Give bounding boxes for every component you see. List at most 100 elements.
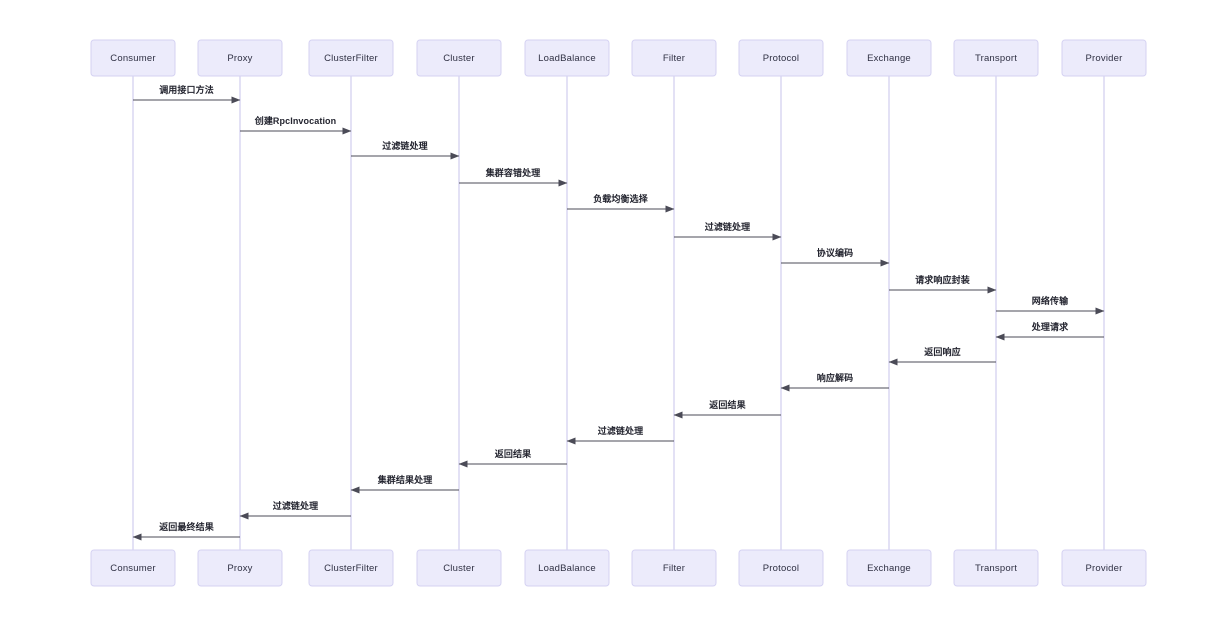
participant-bottom-label-loadbalance: LoadBalance bbox=[538, 563, 596, 574]
participant-top-rect-proxy bbox=[197, 39, 283, 77]
message-11-transport-to-exchange[interactable]: 返回响应 bbox=[888, 346, 996, 366]
message-8-exchange-to-transport[interactable]: 请求响应封装 bbox=[889, 274, 997, 294]
participant-top-rect-exchange bbox=[846, 39, 932, 77]
participant-top-exchange[interactable]: Exchange bbox=[846, 39, 932, 77]
message-1-consumer-to-proxy[interactable]: 调用接口方法 bbox=[133, 84, 241, 104]
participant-top-protocol[interactable]: Protocol bbox=[738, 39, 824, 77]
participant-bottom-clusterfilter[interactable]: ClusterFilter bbox=[308, 549, 394, 587]
participant-bottom-label-protocol: Protocol bbox=[763, 563, 799, 574]
participant-top-rect-filter bbox=[631, 39, 717, 77]
participant-top-label-consumer: Consumer bbox=[110, 53, 155, 64]
participant-top-label-filter: Filter bbox=[663, 53, 685, 64]
message-label-11: 返回响应 bbox=[924, 346, 960, 357]
message-label-16: 集群结果处理 bbox=[377, 474, 433, 485]
message-13-protocol-to-filter[interactable]: 返回结果 bbox=[673, 399, 781, 419]
message-label-6: 过滤链处理 bbox=[705, 221, 751, 232]
participant-bottom-rect-protocol bbox=[738, 549, 824, 587]
message-label-5: 负载均衡选择 bbox=[593, 193, 649, 204]
participant-bottom-label-filter: Filter bbox=[663, 563, 685, 574]
message-17-clusterfilter-to-proxy[interactable]: 过滤链处理 bbox=[239, 500, 351, 520]
participant-bottom-transport[interactable]: Transport bbox=[953, 549, 1039, 587]
participant-top-rect-clusterfilter bbox=[308, 39, 394, 77]
participant-top-provider[interactable]: Provider bbox=[1061, 39, 1147, 77]
participant-top-label-proxy: Proxy bbox=[227, 53, 252, 64]
message-10-provider-to-transport[interactable]: 处理请求 bbox=[995, 321, 1104, 341]
participant-header-row: Consumer Proxy ClusterFilter Cluster LoadBal… bbox=[90, 39, 1147, 77]
participant-bottom-exchange[interactable]: Exchange bbox=[846, 549, 932, 587]
message-label-18: 返回最终结果 bbox=[159, 521, 215, 532]
participant-top-label-provider: Provider bbox=[1086, 53, 1123, 64]
message-7-protocol-to-exchange[interactable]: 协议编码 bbox=[781, 247, 890, 267]
participant-bottom-loadbalance[interactable]: LoadBalance bbox=[524, 549, 610, 587]
participant-top-label-transport: Transport bbox=[975, 53, 1017, 64]
participant-bottom-label-transport: Transport bbox=[975, 563, 1017, 574]
message-2-proxy-to-clusterfilter[interactable]: 创建RpcInvocation bbox=[240, 115, 352, 135]
participant-bottom-rect-cluster bbox=[416, 549, 502, 587]
participant-bottom-provider[interactable]: Provider bbox=[1061, 549, 1147, 587]
message-label-2: 创建RpcInvocation bbox=[254, 115, 337, 126]
message-16-cluster-to-clusterfilter[interactable]: 集群结果处理 bbox=[350, 474, 459, 494]
message-label-13: 返回结果 bbox=[709, 399, 746, 410]
participant-top-transport[interactable]: Transport bbox=[953, 39, 1039, 77]
message-label-14: 过滤链处理 bbox=[598, 425, 644, 436]
lifelines-layer bbox=[132, 76, 1105, 550]
message-4-cluster-to-loadbalance[interactable]: 集群容错处理 bbox=[459, 167, 568, 187]
message-label-8: 请求响应封装 bbox=[915, 274, 971, 285]
participant-top-rect-loadbalance bbox=[524, 39, 610, 77]
message-18-proxy-to-consumer[interactable]: 返回最终结果 bbox=[132, 521, 240, 541]
participant-top-label-exchange: Exchange bbox=[867, 53, 911, 64]
participant-bottom-filter[interactable]: Filter bbox=[631, 549, 717, 587]
participant-bottom-proxy[interactable]: Proxy bbox=[197, 549, 283, 587]
message-9-transport-to-provider[interactable]: 网络传输 bbox=[996, 295, 1105, 315]
participant-top-label-cluster: Cluster bbox=[443, 53, 475, 64]
participant-bottom-label-exchange: Exchange bbox=[867, 563, 911, 574]
participant-bottom-rect-provider bbox=[1061, 549, 1147, 587]
participant-top-label-clusterfilter: ClusterFilter bbox=[324, 53, 378, 64]
participant-bottom-rect-exchange bbox=[846, 549, 932, 587]
participant-bottom-protocol[interactable]: Protocol bbox=[738, 549, 824, 587]
message-14-filter-to-loadbalance[interactable]: 过滤链处理 bbox=[566, 425, 674, 445]
participant-top-rect-cluster bbox=[416, 39, 502, 77]
participant-top-filter[interactable]: Filter bbox=[631, 39, 717, 77]
participant-top-clusterfilter[interactable]: ClusterFilter bbox=[308, 39, 394, 77]
participant-top-label-protocol: Protocol bbox=[763, 53, 799, 64]
participant-bottom-label-provider: Provider bbox=[1086, 563, 1123, 574]
participant-top-loadbalance[interactable]: LoadBalance bbox=[524, 39, 610, 77]
participant-top-label-loadbalance: LoadBalance bbox=[538, 53, 596, 64]
participant-top-rect-transport bbox=[953, 39, 1039, 77]
participant-top-rect-consumer bbox=[90, 39, 176, 77]
participant-bottom-cluster[interactable]: Cluster bbox=[416, 549, 502, 587]
participant-bottom-rect-loadbalance bbox=[524, 549, 610, 587]
participant-bottom-rect-clusterfilter bbox=[308, 549, 394, 587]
participant-bottom-rect-proxy bbox=[197, 549, 283, 587]
participant-bottom-rect-transport bbox=[953, 549, 1039, 587]
message-label-9: 网络传输 bbox=[1032, 295, 1069, 306]
participant-top-rect-protocol bbox=[738, 39, 824, 77]
message-label-7: 协议编码 bbox=[817, 247, 853, 258]
participant-top-proxy[interactable]: Proxy bbox=[197, 39, 283, 77]
message-label-10: 处理请求 bbox=[1031, 321, 1069, 332]
participant-bottom-label-clusterfilter: ClusterFilter bbox=[324, 563, 378, 574]
message-label-15: 返回结果 bbox=[495, 448, 532, 459]
participant-bottom-consumer[interactable]: Consumer bbox=[90, 549, 176, 587]
message-label-17: 过滤链处理 bbox=[273, 500, 319, 511]
message-12-exchange-to-protocol[interactable]: 响应解码 bbox=[780, 372, 889, 392]
messages-layer: 调用接口方法创建RpcInvocation过滤链处理集群容错处理负载均衡选择过滤… bbox=[132, 84, 1105, 541]
participant-bottom-label-proxy: Proxy bbox=[227, 563, 252, 574]
participant-footer-row: Consumer Proxy ClusterFilter Cluster LoadBal… bbox=[90, 549, 1147, 587]
participant-bottom-rect-consumer bbox=[90, 549, 176, 587]
message-6-filter-to-protocol[interactable]: 过滤链处理 bbox=[674, 221, 782, 241]
participant-bottom-rect-filter bbox=[631, 549, 717, 587]
participant-bottom-label-consumer: Consumer bbox=[110, 563, 155, 574]
participant-top-cluster[interactable]: Cluster bbox=[416, 39, 502, 77]
participant-top-consumer[interactable]: Consumer bbox=[90, 39, 176, 77]
participant-bottom-label-cluster: Cluster bbox=[443, 563, 475, 574]
message-15-loadbalance-to-cluster[interactable]: 返回结果 bbox=[458, 448, 567, 468]
message-3-clusterfilter-to-cluster[interactable]: 过滤链处理 bbox=[351, 140, 460, 160]
participant-top-rect-provider bbox=[1061, 39, 1147, 77]
message-label-3: 过滤链处理 bbox=[382, 140, 428, 151]
message-label-1: 调用接口方法 bbox=[159, 84, 214, 95]
message-5-loadbalance-to-filter[interactable]: 负载均衡选择 bbox=[567, 193, 675, 213]
